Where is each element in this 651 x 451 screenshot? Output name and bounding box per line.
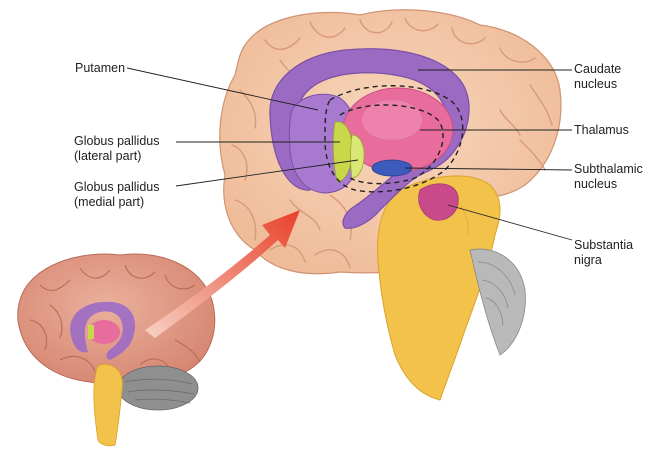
- label-globus-medial-line2: (medial part): [74, 195, 145, 209]
- label-subthalamic-line1: Subthalamic: [574, 162, 643, 176]
- label-substantia-line2: nigra: [574, 253, 602, 267]
- globus-pallidus-medial: [350, 134, 365, 179]
- small-brain-cortex: [17, 253, 216, 386]
- small-cerebellum: [117, 365, 199, 411]
- cerebellum-slice: [469, 248, 526, 356]
- substantia-leader: [447, 204, 573, 241]
- large-brain-section: [219, 9, 562, 401]
- label-subthalamic-line2: nucleus: [574, 177, 618, 191]
- putamen-leader: [126, 67, 319, 111]
- small-brainstem: [93, 363, 123, 447]
- cortex-folds: [231, 17, 553, 269]
- label-substantia-line1: Substantia: [574, 238, 634, 252]
- label-caudate-line1: Caudate: [574, 62, 622, 76]
- label-globus-lateral-line1: Globus pallidus: [74, 134, 160, 148]
- substantia-nigra: [418, 183, 459, 221]
- zoom-arrow: [145, 210, 300, 338]
- globus-medial-leader: [175, 159, 359, 187]
- label-caudate-line2: nucleus: [574, 77, 618, 91]
- small-caudate: [70, 301, 136, 360]
- label-globus-lateral-line2: (lateral part): [74, 149, 142, 163]
- dashed-outline: [324, 85, 464, 193]
- label-putamen: Putamen: [75, 61, 126, 75]
- globus-pallidus-lateral: [332, 121, 353, 183]
- label-thalamus: Thalamus: [574, 123, 629, 137]
- leader-lines: [126, 67, 573, 241]
- small-whole-brain: [17, 253, 216, 447]
- brainstem: [377, 175, 501, 401]
- label-globus-medial-line1: Globus pallidus: [74, 180, 160, 194]
- subthalamic-leader: [404, 167, 573, 171]
